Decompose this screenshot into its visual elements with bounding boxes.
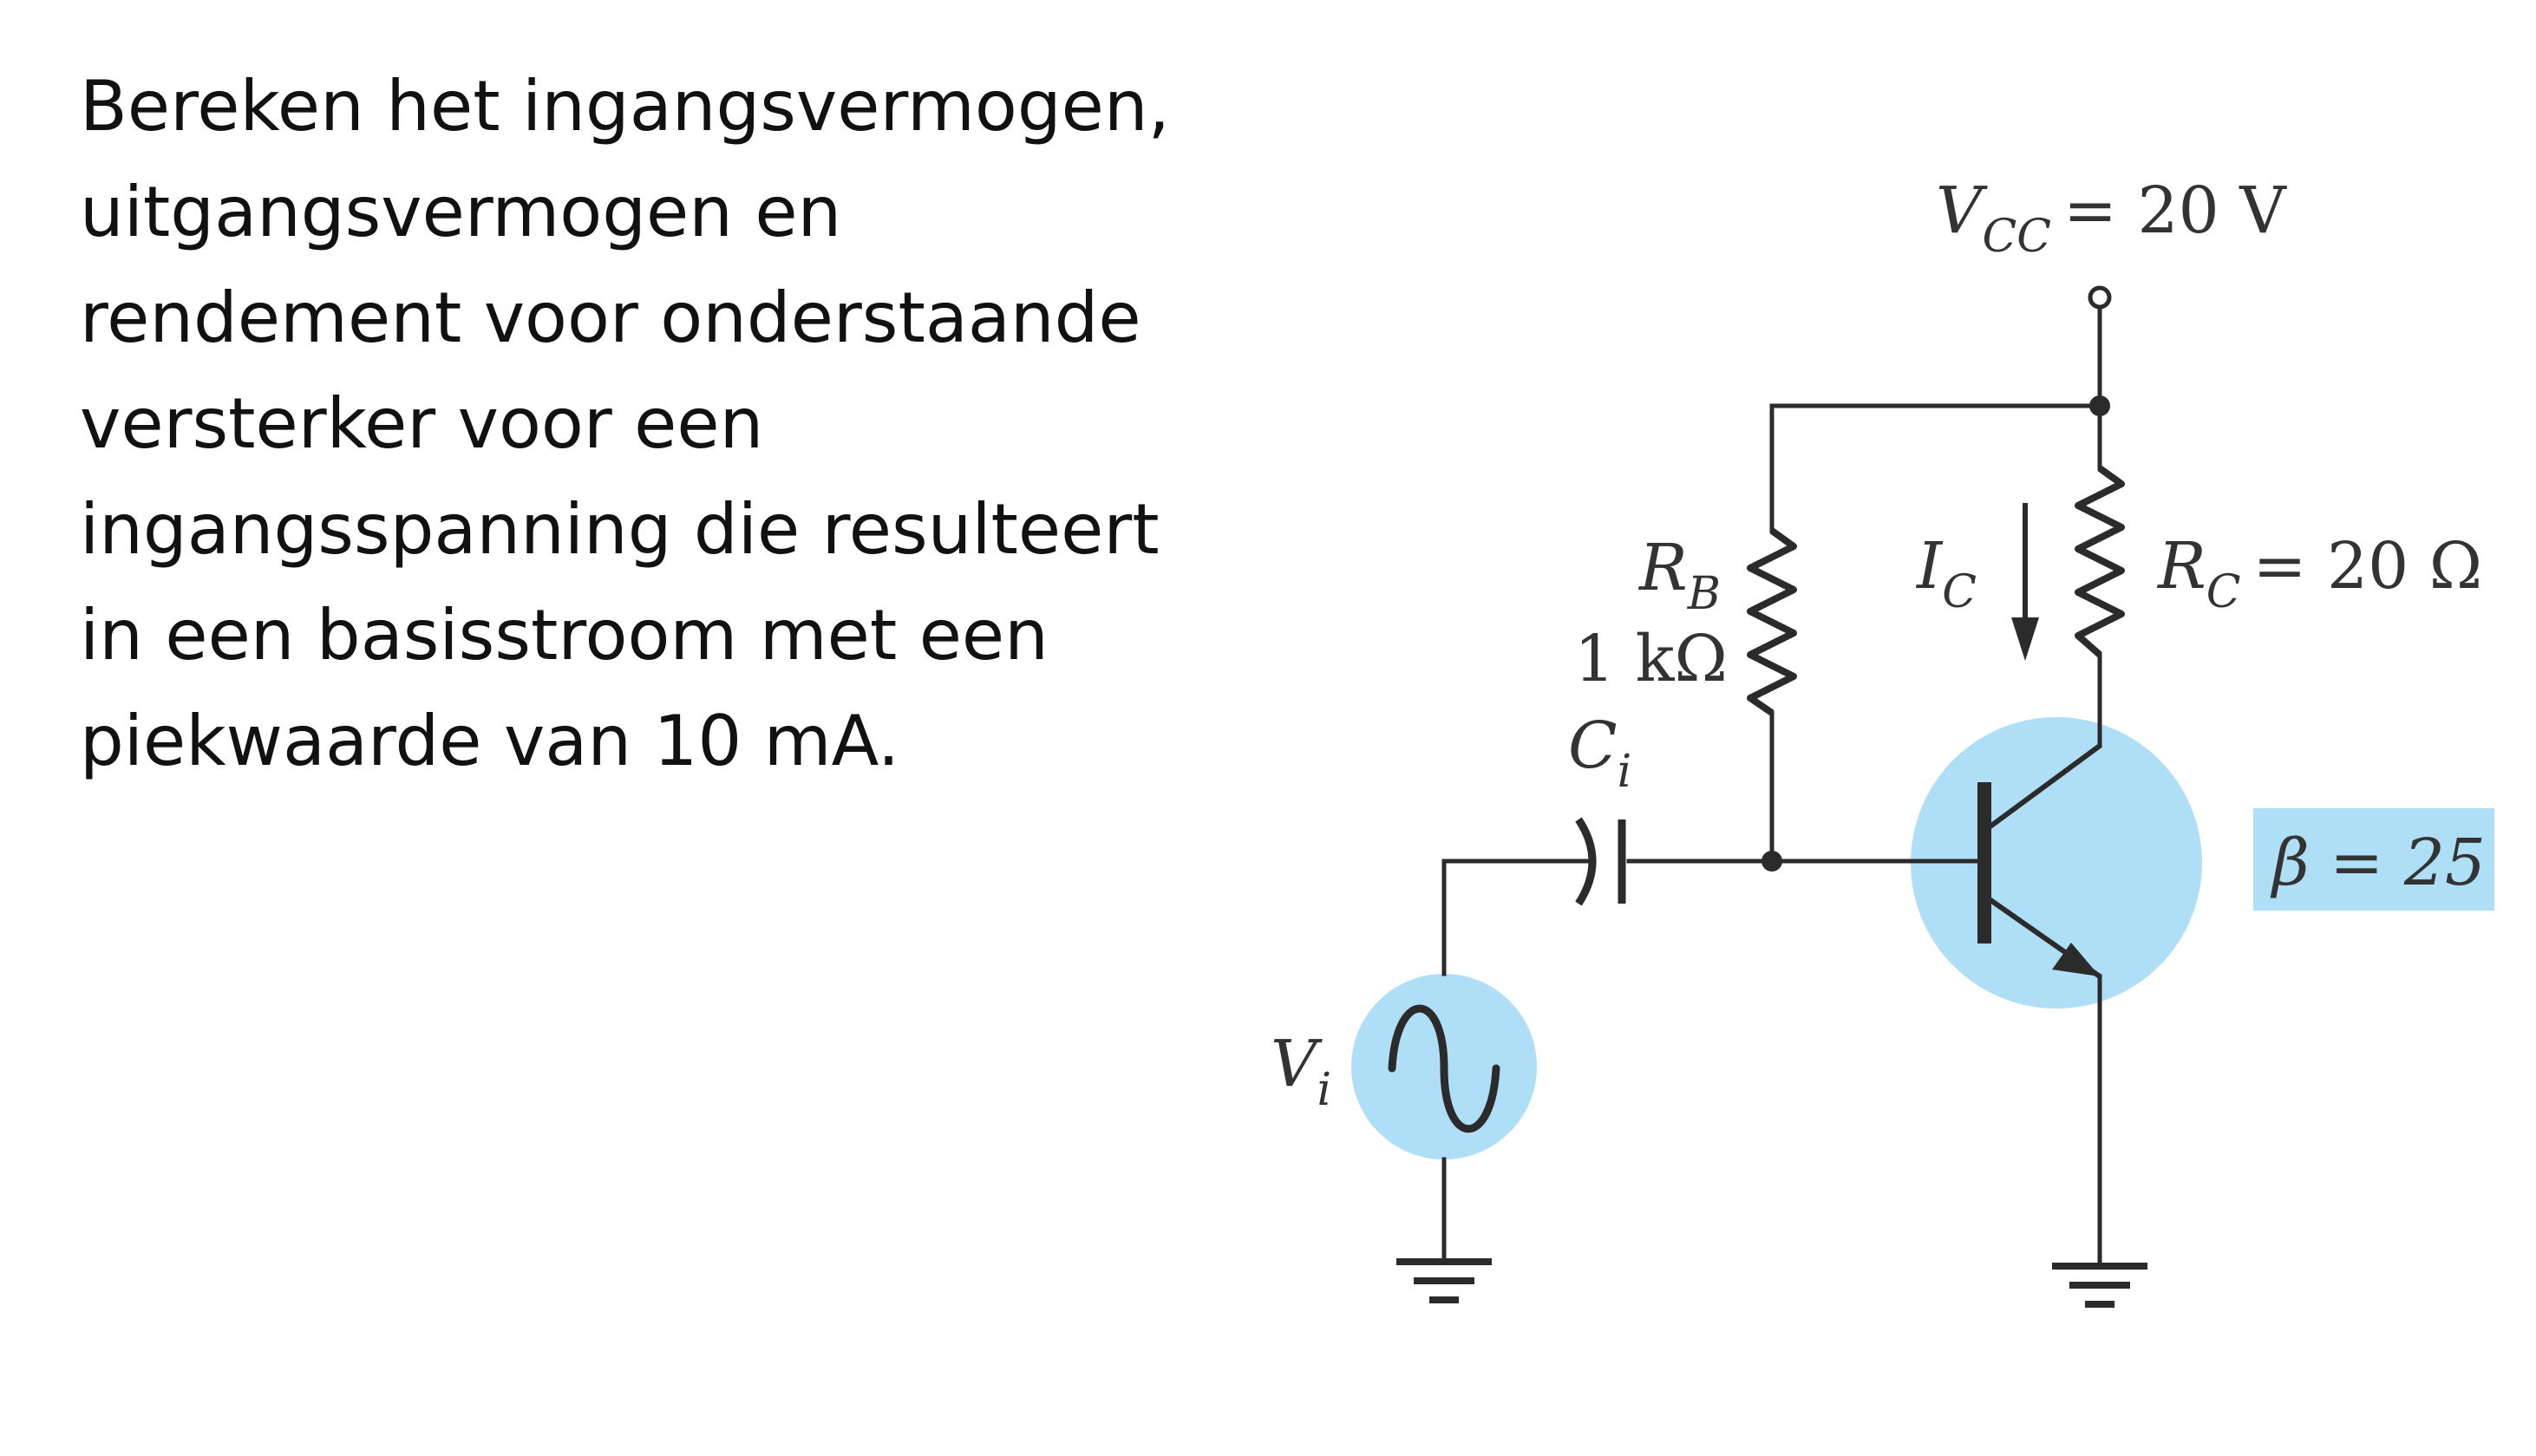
vcc-label: VCC= 20 V bbox=[1936, 173, 2287, 263]
ground-icon bbox=[2052, 1263, 2147, 1308]
vi-label: Vi bbox=[1271, 1027, 1331, 1116]
question-line: piekwaarde van 10 mA. bbox=[80, 701, 900, 781]
question-line: rendement voor onderstaande bbox=[80, 277, 1141, 358]
rb-supply-wire bbox=[1769, 403, 2102, 533]
ac-source-icon bbox=[1388, 1004, 1500, 1133]
ic-label: IC bbox=[1915, 529, 1977, 618]
question-line: Bereken het ingangsvermogen, bbox=[80, 66, 1170, 147]
question-line: uitgangsvermogen en bbox=[80, 172, 842, 252]
ci-label: Ci bbox=[1568, 708, 1631, 798]
ic-arrow-icon bbox=[2011, 617, 2039, 661]
question-line: ingangsspanning die resulteert bbox=[80, 489, 1160, 570]
rc-resistor-icon bbox=[2075, 465, 2125, 658]
ground-icon bbox=[1396, 1258, 1492, 1303]
emitter-arrow-icon bbox=[2052, 943, 2100, 976]
rc-label: RC= 20 Ω bbox=[2156, 529, 2482, 618]
question-line: versterker voor een bbox=[80, 383, 764, 464]
transistor-collector bbox=[1983, 743, 2101, 833]
question-text: Bereken het ingangsvermogen, uitgangsver… bbox=[80, 54, 1242, 794]
rb-resistor-icon bbox=[1747, 527, 1797, 716]
vcc-terminal bbox=[2088, 285, 2112, 310]
question-line: in een basisstroom met een bbox=[80, 595, 1049, 676]
rb-label: RB bbox=[1637, 531, 1721, 620]
beta-highlight bbox=[2253, 808, 2494, 911]
rb-value: 1 kΩ bbox=[1574, 622, 1728, 696]
beta-label: β = 25 bbox=[2270, 826, 2486, 900]
ci-left-wire bbox=[1441, 859, 1597, 976]
